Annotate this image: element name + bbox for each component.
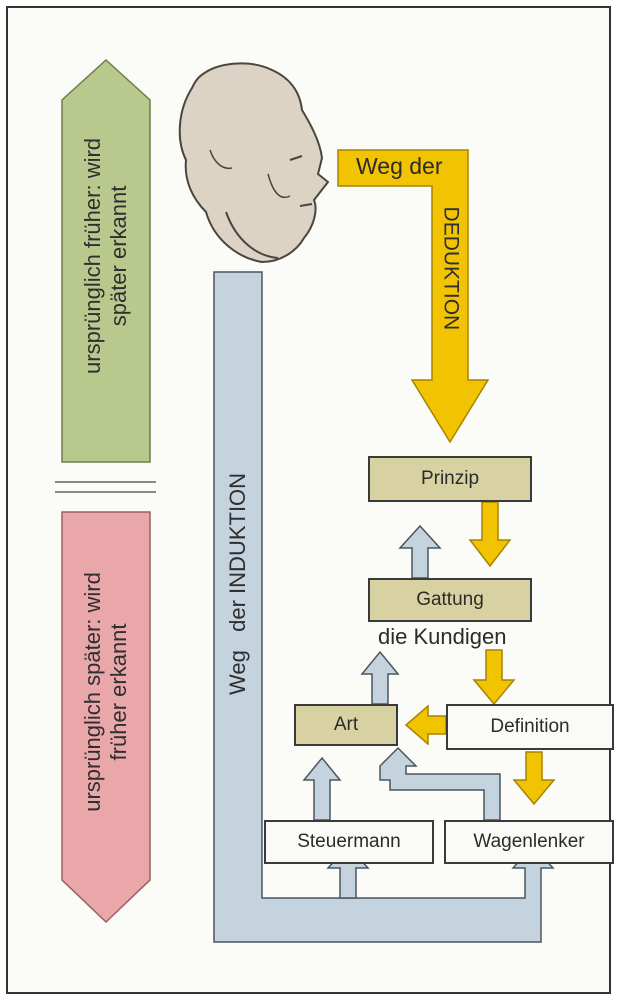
arrow-steuermann-art xyxy=(302,756,342,821)
arrow-art-gattung xyxy=(360,650,400,705)
lower-hexagon xyxy=(61,511,151,924)
arrow-wagenlenker-art xyxy=(379,746,501,821)
deduction-arrow xyxy=(337,149,490,444)
node-prinzip: Prinzip xyxy=(368,456,532,502)
node-kundigen: die Kundigen xyxy=(378,624,507,649)
induction-label: Weg der INDUKTION xyxy=(225,472,251,696)
node-steuermann: Steuermann xyxy=(264,820,434,864)
arrow-definition-art xyxy=(404,704,447,746)
deduction-prefix-label: Weg der xyxy=(356,153,443,179)
node-definition: Definition xyxy=(446,704,614,750)
node-gattung: Gattung xyxy=(368,578,532,622)
deduction-word-label: DEDUKTION xyxy=(439,206,463,330)
arrow-definition-wagenlenker xyxy=(512,751,556,806)
upper-hexagon xyxy=(61,58,151,463)
arrow-kundigen-definition xyxy=(472,649,516,706)
node-art: Art xyxy=(294,704,398,746)
arrow-prinzip-gattung xyxy=(468,501,512,568)
upper-scale-label: ursprünglich früher: wird später erkannt xyxy=(80,137,131,374)
node-wagenlenker: Wagenlenker xyxy=(444,820,614,864)
arrow-gattung-prinzip xyxy=(398,524,442,579)
thinker-head-icon xyxy=(178,62,330,264)
lower-scale-label: ursprünglich später: wird früher erkannt xyxy=(80,572,131,812)
